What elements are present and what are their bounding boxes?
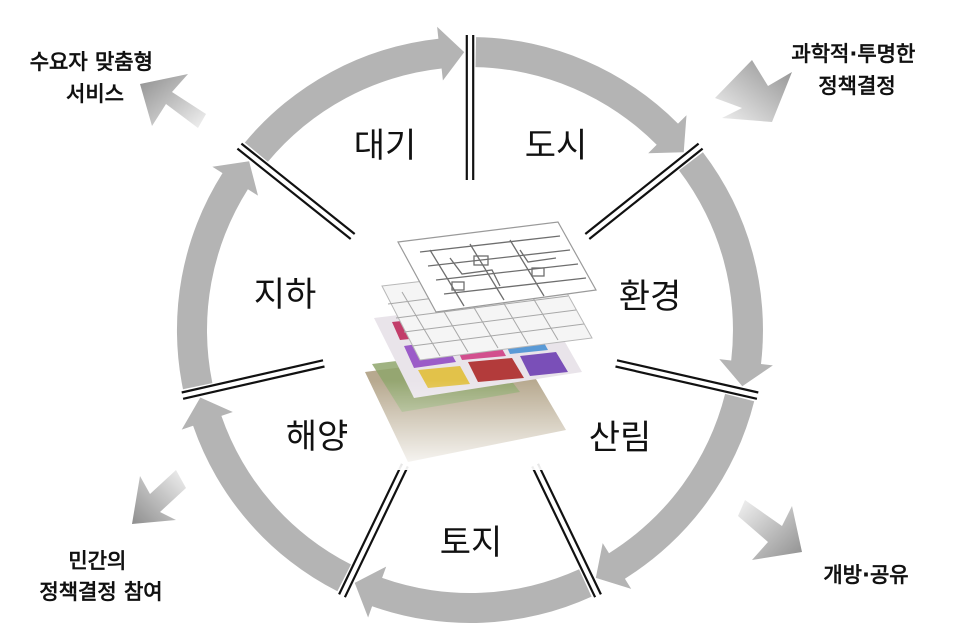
outer-arrow-top-right: [715, 60, 792, 122]
outcome-citizen-participation: 민간의 정책결정 참여: [39, 549, 162, 604]
ring-divider-line: [616, 359, 759, 394]
outcome-citizen-participation-line1: 민간의: [68, 549, 126, 573]
layered-map-stack-icon: [360, 221, 597, 470]
map-layer-network: [397, 221, 597, 313]
ring-divider-line: [588, 147, 704, 240]
ring-arrow-segment: [176, 161, 258, 390]
outcome-policy-decision-line1: 과학적·투명한: [791, 42, 915, 66]
outer-arrow-bottom-right: [738, 500, 802, 560]
ring-divider-line: [537, 463, 602, 595]
ring-arrow-segment: [679, 152, 773, 387]
ring-divider-line: [343, 466, 409, 598]
sector-label-air: 대기: [354, 126, 417, 166]
sector-label-ocean: 해양: [286, 417, 349, 457]
ring-dividers: [181, 35, 759, 598]
ring-arrow-segment: [354, 566, 592, 624]
outcome-labels: 수요자 맞춤형 서비스 과학적·투명한 정책결정 개방·공유 민간의 정책결정 …: [30, 42, 922, 604]
ring-divider-line: [531, 466, 597, 598]
sector-label-forest: 산림: [589, 418, 652, 458]
ring-divider-line: [338, 463, 403, 595]
ring-divider-line: [182, 365, 325, 400]
cycle-ring: [176, 26, 773, 624]
sector-label-land: 토지: [440, 523, 503, 563]
ring-arrow-segment: [244, 26, 465, 162]
outcome-open-share-line1: 개방·공유: [823, 563, 908, 587]
ring-arrow-segment: [595, 393, 755, 589]
sector-label-city: 도시: [525, 126, 588, 166]
outcome-policy-decision-line2: 정책결정: [818, 74, 895, 98]
map-network-lines: [419, 235, 587, 307]
ring-divider-line: [584, 142, 700, 235]
outcome-citizen-participation-line2: 정책결정 참여: [39, 580, 162, 604]
sector-label-underground: 지하: [254, 275, 317, 315]
ring-divider-line: [181, 359, 324, 394]
ring-divider-line: [240, 142, 356, 235]
ring-divider-line: [236, 147, 352, 240]
outcome-customized-service-line1: 수요자 맞춤형: [30, 50, 153, 74]
outer-arrows: [132, 60, 802, 560]
outcome-customized-service-line2: 서비스: [66, 82, 124, 106]
map-fade-overlay: [360, 380, 580, 470]
outer-arrow-top-left: [140, 74, 206, 128]
outcome-policy-decision: 과학적·투명한 정책결정: [791, 42, 922, 98]
sector-label-environment: 환경: [619, 277, 682, 317]
ring-divider-line: [615, 365, 758, 400]
ring-arrow-segment: [475, 37, 687, 154]
outcome-customized-service: 수요자 맞춤형 서비스: [30, 50, 161, 106]
outcome-open-share: 개방·공유: [823, 563, 908, 587]
ring-arrow-segment: [181, 397, 351, 592]
sector-labels: 대기 도시 환경 산림 토지 해양 지하: [254, 126, 682, 563]
outer-arrow-bottom-left: [132, 470, 186, 524]
